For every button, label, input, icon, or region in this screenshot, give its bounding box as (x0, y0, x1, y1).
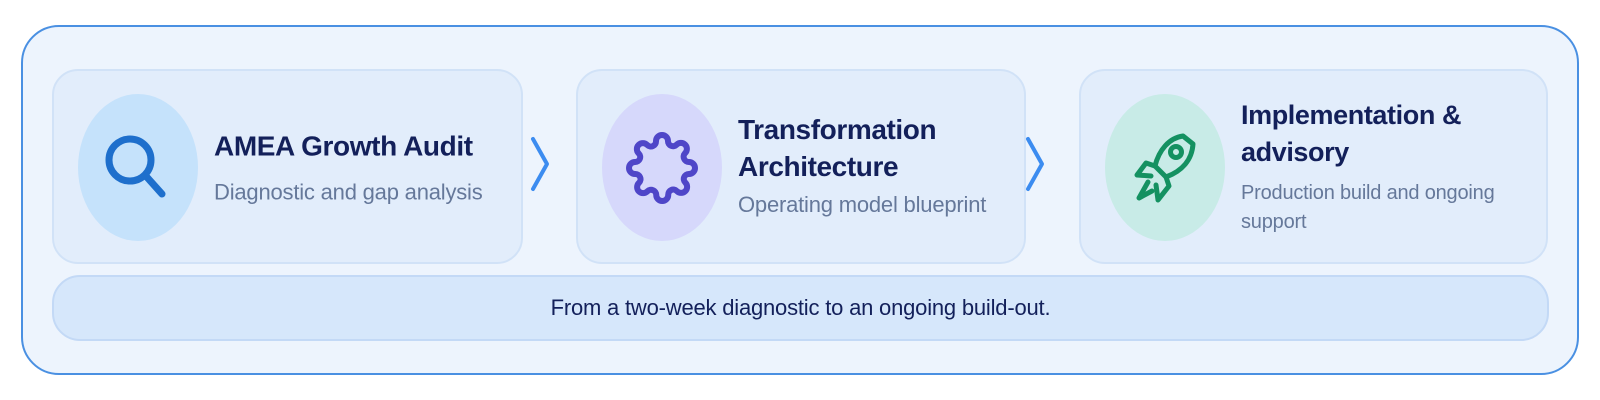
service-flow-panel: AMEA Growth Audit Diagnostic and gap ana… (21, 25, 1579, 375)
summary-banner-text: From a two-week diagnostic to an ongoing… (550, 295, 1051, 320)
step-subtitle-architecture: Operating model blueprint (738, 191, 987, 217)
gear-icon (626, 131, 698, 204)
chevron-right-icon (1026, 137, 1044, 191)
audit-text: AMEA Growth Audit Diagnostic and gap ana… (214, 127, 509, 206)
step-subtitle-implementation: Production build and ongoing support (1241, 181, 1495, 233)
step-title-audit: AMEA Growth Audit (214, 130, 473, 161)
step-subtitle-audit: Diagnostic and gap analysis (214, 179, 483, 204)
architecture-text: Transformation Architecture Operating mo… (738, 111, 1012, 219)
audit-icon-circle (78, 94, 198, 241)
search-icon (105, 135, 166, 197)
step-card-architecture: Transformation Architecture Operating mo… (576, 69, 1026, 264)
chevron-right-icon (531, 137, 549, 191)
implementation-text: Implementation & advisory Production bui… (1241, 97, 1534, 237)
implementation-icon-circle (1105, 94, 1225, 241)
step-title-architecture: Transformation Architecture (738, 113, 937, 182)
architecture-icon-circle (602, 94, 722, 241)
step-title-implementation: Implementation & advisory (1241, 99, 1462, 167)
rocket-icon (1134, 133, 1196, 202)
summary-banner: From a two-week diagnostic to an ongoing… (52, 275, 1549, 341)
step-card-audit: AMEA Growth Audit Diagnostic and gap ana… (52, 69, 523, 264)
step-card-implementation: Implementation & advisory Production bui… (1079, 69, 1548, 264)
